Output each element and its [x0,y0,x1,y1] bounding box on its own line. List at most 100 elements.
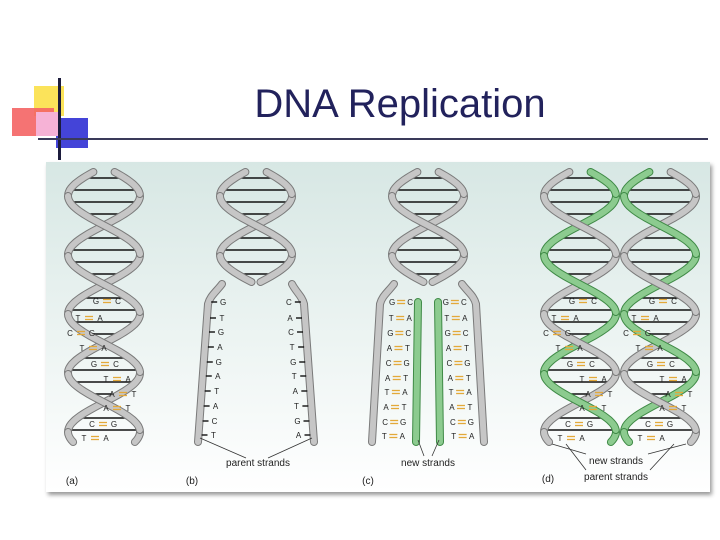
base-letter: C [543,329,549,338]
leader-line [647,443,687,455]
base-letter: C [286,298,292,307]
base-letter: A [579,434,585,443]
base-letter: T [451,432,456,441]
base-letter: G [565,329,571,338]
strand-front [621,193,699,257]
base-letter: T [449,388,454,397]
strand-front [389,253,427,285]
strand-front [621,429,633,445]
base-letter: A [466,388,472,397]
base-letter: G [567,360,573,369]
base-letter: A [579,404,585,413]
leader-line [551,443,587,455]
base-letter: T [382,432,387,441]
strand-front [667,169,699,197]
panel-label-c: (c) [362,476,374,487]
base-letter: G [218,328,224,337]
base-letter: T [211,431,216,440]
base-letter: T [552,314,557,323]
base-letter: A [573,314,579,323]
base-letter: A [448,374,454,383]
base-letter: T [294,402,299,411]
base-letter: A [659,404,665,413]
base-letter: G [649,297,655,306]
base-letter: T [638,434,643,443]
base-letter: A [287,314,293,323]
base-letter: A [103,434,109,443]
base-letter: A [385,374,391,383]
base-letter: A [585,390,591,399]
base-letter: T [688,390,693,399]
base-letter: G [403,359,409,368]
base-letter: G [389,298,395,307]
strand-back [389,169,421,197]
base-letter: G [111,420,117,429]
base-letter: A [296,431,302,440]
parent-strand [289,281,317,445]
base-letter: A [383,403,389,412]
base-letter: T [632,314,637,323]
parent-strand [369,281,397,445]
base-letter: C [405,329,411,338]
base-letter: A [125,375,131,384]
base-letter: C [589,360,595,369]
base-letter: G [89,329,95,338]
panel-label-a: (a) [66,476,78,487]
strand-front [435,169,467,197]
leader-line [417,439,425,457]
base-letter: A [402,388,408,397]
base-letter: T [292,372,297,381]
base-letter: C [450,418,456,427]
base-letter: T [608,390,613,399]
base-letter: C [591,297,597,306]
base-letter: T [405,344,410,353]
strand-front [541,193,619,257]
strand-back [65,169,97,197]
panel-label-d: (d) [542,474,554,485]
base-letter: A [657,344,663,353]
leader-line [431,439,440,457]
base-letter: A [103,404,109,413]
slide-title: DNA Replication [254,82,546,126]
base-letter: G [294,417,300,426]
base-letter: C [447,359,453,368]
base-letter: C [113,360,119,369]
base-letter: G [220,298,226,307]
base-letter: G [667,420,673,429]
base-letter: A [293,387,299,396]
base-letter: A [577,344,583,353]
label-new-strands: new strands [401,458,455,469]
base-letter: C [463,329,469,338]
base-letter: T [389,314,394,323]
base-letter: T [80,344,85,353]
base-letter: C [669,360,675,369]
base-letter: T [290,343,295,352]
base-letter: T [580,375,585,384]
strand-front [621,253,699,315]
base-letter: T [464,344,469,353]
daughter-helix [620,168,700,446]
base-letter: G [387,329,393,338]
strand-front [389,193,467,257]
decor-vertical-line [58,78,61,160]
strand-front [217,193,295,257]
base-letter: A [446,344,452,353]
base-letter: C [67,329,73,338]
strand-front [217,253,255,285]
base-letter: T [104,375,109,384]
base-letter: C [461,298,467,307]
base-letter: C [382,418,388,427]
base-letter: G [216,358,222,367]
base-letter: G [647,360,653,369]
base-letter: C [89,420,95,429]
base-letter: T [660,375,665,384]
base-letter: G [445,329,451,338]
base-letter: T [556,344,561,353]
base-letter: C [386,359,392,368]
base-letter: A [97,314,103,323]
base-letter: A [217,343,223,352]
base-letter: A [681,375,687,384]
title-underline [38,138,708,140]
strand-front [541,311,619,375]
base-letter: T [126,404,131,413]
